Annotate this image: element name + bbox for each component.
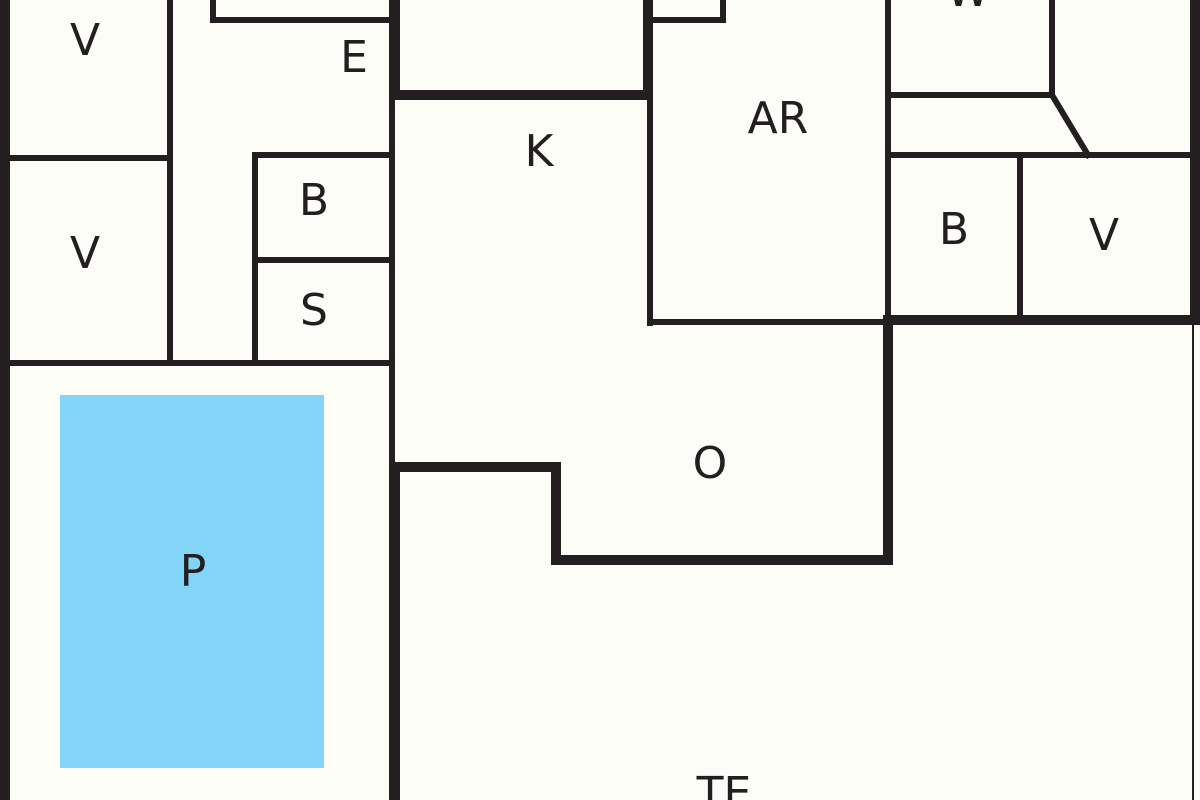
room-label-p: P xyxy=(180,546,207,597)
room-label-v-mid-left: V xyxy=(70,228,100,279)
top-left-ledge-wall xyxy=(210,0,393,23)
top-right-ledge-wall xyxy=(652,0,726,23)
room-label-k: K xyxy=(525,126,555,177)
pool-area xyxy=(60,395,324,768)
room-label-b-left: B xyxy=(299,175,329,226)
room-label-w-top: W xyxy=(946,0,990,17)
room-label-b-right: B xyxy=(939,204,969,255)
room-label-v-top-left: V xyxy=(70,15,100,66)
room-label-te: TE xyxy=(696,768,752,800)
room-label-o: O xyxy=(693,438,728,489)
room-label-s: S xyxy=(300,285,328,336)
room-label-e: E xyxy=(340,32,368,83)
room-label-ar: AR xyxy=(748,93,809,144)
room-label-v-right: V xyxy=(1089,210,1119,261)
